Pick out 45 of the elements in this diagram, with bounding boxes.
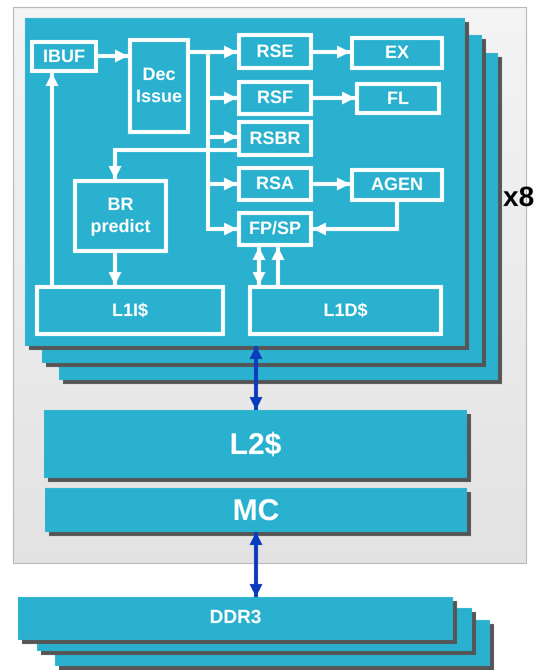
unit-box [237,120,313,157]
unit-label: MC [232,492,280,528]
unit-box [237,211,313,247]
unit-box [237,33,313,70]
arrow [250,532,262,597]
memory-block [45,488,467,532]
unit-label: RSF [257,87,293,109]
arrow [250,346,262,410]
unit-box [237,166,313,202]
unit-label: DDR3 [210,606,262,630]
arrow [272,247,284,285]
memory-block [18,597,453,640]
arrow [313,92,355,104]
unit-label: L2$ [230,426,282,462]
unit-box [248,285,443,336]
arrow [108,253,122,285]
multiplier-label: x8 [503,180,534,214]
unit-box [350,168,444,202]
arrow [313,178,350,190]
unit-box [35,285,225,336]
unit-label: BR predict [89,194,152,238]
unit-box [73,179,168,253]
arrow [313,202,399,236]
unit-label: Dec Issue [134,64,184,108]
unit-label: L1I$ [112,300,148,322]
memory-block [44,410,467,478]
unit-label: FL [387,88,409,110]
unit-box [350,36,444,70]
arrow [46,73,58,285]
arrow [108,148,237,179]
arrow [252,247,266,285]
arrow [98,50,128,62]
unit-box [237,80,313,116]
unit-label: RSE [256,40,294,62]
unit-label: RSBR [249,128,300,150]
unit-label: FP/SP [248,218,301,240]
unit-label: RSA [256,173,294,195]
arrow [313,46,350,58]
unit-label: IBUF [43,46,85,68]
unit-label: AGEN [370,174,423,196]
unit-box [355,82,441,115]
unit-label: EX [384,42,409,64]
unit-box [30,40,98,73]
unit-box [128,38,190,134]
unit-label: L1D$ [323,300,368,322]
